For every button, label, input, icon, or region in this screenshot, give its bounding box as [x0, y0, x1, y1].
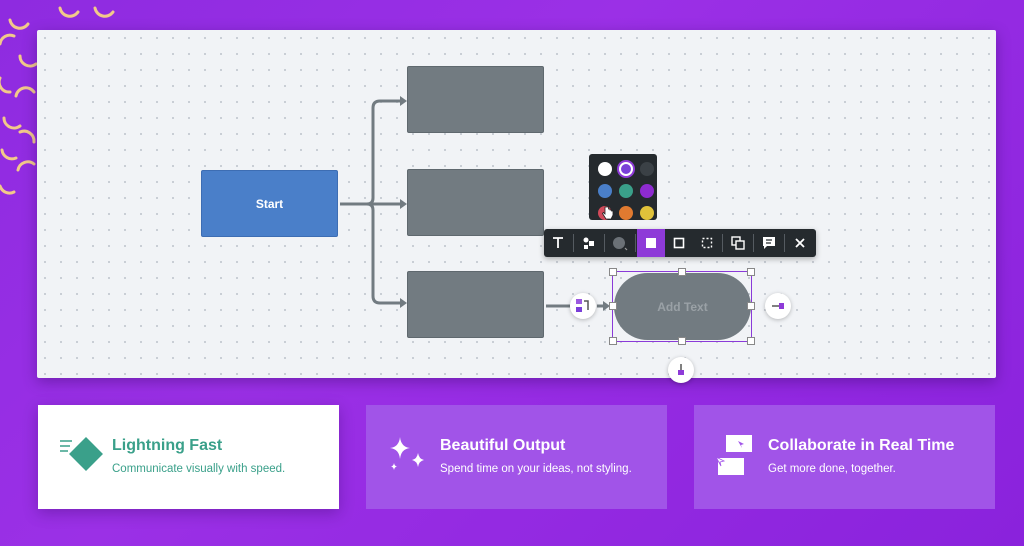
- toolbar-divider: [784, 234, 785, 252]
- close-icon[interactable]: [786, 229, 814, 257]
- add-connector-bottom-button[interactable]: [668, 357, 694, 383]
- color-swatch[interactable]: [598, 162, 612, 176]
- resize-handle-bl[interactable]: [609, 337, 617, 345]
- feature-title: Lightning Fast: [112, 437, 223, 454]
- resize-handle-l[interactable]: [609, 302, 617, 310]
- terminal-node-label: Add Text: [657, 299, 708, 314]
- shapes-icon[interactable]: [575, 229, 603, 257]
- resize-handle-t[interactable]: [678, 268, 686, 276]
- resize-handle-b[interactable]: [678, 337, 686, 345]
- connector-arrow-icon: [772, 303, 784, 309]
- start-node[interactable]: Start: [201, 170, 338, 237]
- lightning-diamond-icon: [58, 433, 110, 479]
- color-swatch[interactable]: [619, 162, 633, 176]
- color-swatch[interactable]: [598, 184, 612, 198]
- feature-card-collaborate: Collaborate in Real Time Get more done, …: [694, 405, 995, 509]
- selection-frame: [612, 271, 752, 342]
- border-dashed-icon[interactable]: [693, 229, 721, 257]
- feature-card-beautiful: Beautiful Output Spend time on your idea…: [366, 405, 667, 509]
- color-swatch[interactable]: [640, 162, 654, 176]
- resize-handle-br[interactable]: [747, 337, 755, 345]
- toolbar-divider: [573, 234, 574, 252]
- hand-cursor-icon: [602, 206, 614, 220]
- color-palette-popover: [589, 154, 657, 220]
- feature-title: Collaborate in Real Time: [768, 437, 955, 454]
- process-node-3[interactable]: [407, 271, 544, 338]
- duplicate-icon[interactable]: [724, 229, 752, 257]
- fill-color-icon[interactable]: [606, 229, 634, 257]
- color-swatch[interactable]: [640, 184, 654, 198]
- resize-handle-r[interactable]: [747, 302, 755, 310]
- feature-card-lightning: Lightning Fast Communicate visually with…: [38, 405, 339, 509]
- toolbar-divider: [753, 234, 754, 252]
- border-solid-icon[interactable]: [637, 229, 665, 257]
- border-outline-icon[interactable]: [665, 229, 693, 257]
- add-shape-left-button[interactable]: [570, 293, 596, 319]
- process-node-1[interactable]: [407, 66, 544, 133]
- color-swatch[interactable]: [640, 206, 654, 220]
- diagram-canvas[interactable]: Start Add Text: [37, 30, 996, 383]
- comment-icon[interactable]: [755, 229, 783, 257]
- shape-toolbar: [544, 229, 816, 257]
- decorative-arcs: [0, 6, 115, 195]
- color-swatch[interactable]: [619, 184, 633, 198]
- color-swatch[interactable]: [619, 206, 633, 220]
- connector-down-icon: [678, 364, 684, 375]
- feature-subtitle: Communicate visually with speed.: [112, 463, 286, 475]
- terminal-node-selected[interactable]: Add Text: [614, 273, 751, 340]
- add-connector-right-button[interactable]: [765, 293, 791, 319]
- text-icon[interactable]: [544, 229, 572, 257]
- toolbar-divider: [604, 234, 605, 252]
- feature-title: Beautiful Output: [440, 437, 566, 454]
- toolbar-divider: [722, 234, 723, 252]
- start-node-label: Start: [255, 196, 284, 211]
- feature-subtitle: Spend time on your ideas, not styling.: [440, 463, 632, 475]
- process-node-2[interactable]: [407, 169, 544, 236]
- sparkles-icon: [386, 433, 438, 479]
- resize-handle-tr[interactable]: [747, 268, 755, 276]
- connector-lines: [340, 96, 610, 311]
- feature-subtitle: Get more done, together.: [768, 463, 896, 475]
- collaborate-cursors-icon: [714, 433, 766, 479]
- connector-shapes-icon: [576, 299, 589, 312]
- resize-handle-tl[interactable]: [609, 268, 617, 276]
- toolbar-divider: [635, 234, 636, 252]
